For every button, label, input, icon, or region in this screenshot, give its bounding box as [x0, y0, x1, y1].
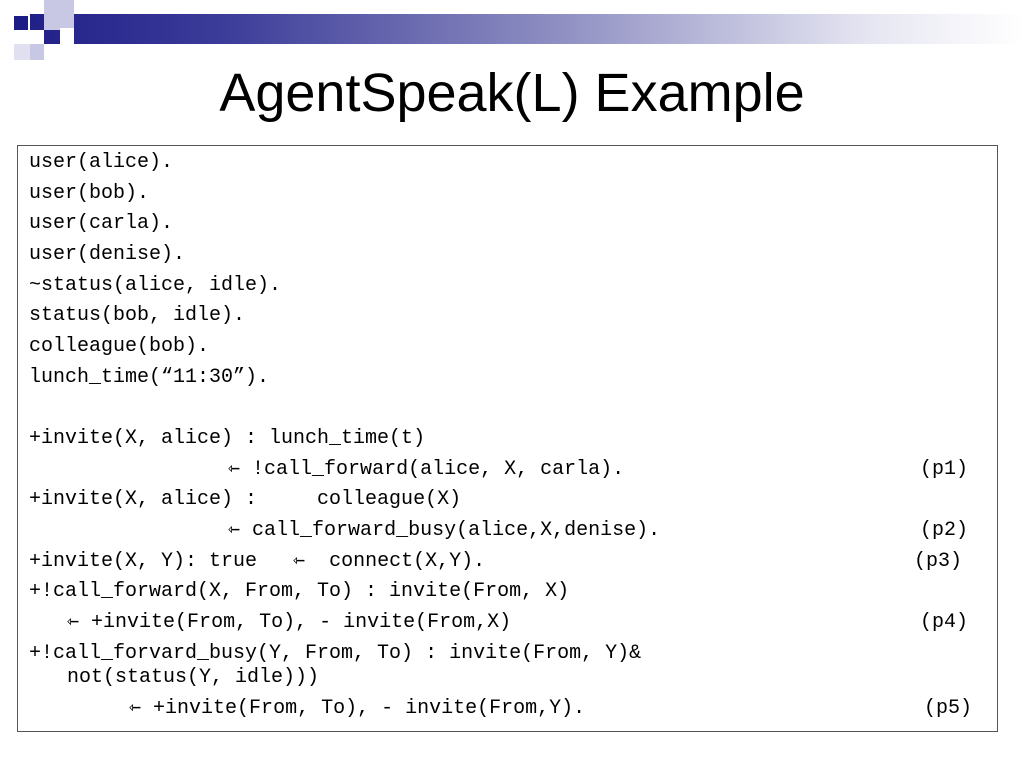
code-box: user(alice). user(bob). user(carla). use… — [17, 145, 998, 732]
code-line: user(carla). — [29, 212, 174, 235]
decor-square — [60, 28, 74, 44]
decor-square — [14, 16, 28, 30]
code-line: +invite(X, alice) : colleague(X) — [29, 488, 462, 511]
decor-square — [30, 44, 44, 60]
code-line: ⇽ call_forward_busy(alice,X,denise).(p2) — [29, 515, 997, 546]
decor-square — [14, 44, 30, 60]
plan-label: (p2) — [920, 519, 969, 542]
code-line: +invite(X, Y): true ⇽ connect(X,Y).(p3) — [29, 546, 997, 577]
plan-label: (p4) — [920, 611, 969, 634]
plan-label: (p1) — [920, 458, 969, 481]
decor-square — [30, 30, 44, 44]
plan-label: (p3) — [914, 550, 963, 573]
code-line: user(denise). — [29, 243, 186, 266]
code-line: +!call_forvard_busy(Y, From, To) : invit… — [29, 642, 642, 665]
code-line: colleague(bob). — [29, 335, 210, 358]
decor-square — [44, 0, 74, 30]
plan-label: (p5) — [924, 697, 973, 720]
code-line: ⇽ +invite(From, To), - invite(From,Y).(p… — [29, 693, 997, 724]
code-line: ⇽ !call_forward(alice, X, carla).(p1) — [29, 454, 997, 485]
code-line: not(status(Y, idle))) — [67, 666, 320, 689]
code-line: +invite(X, alice) : lunch_time(t) — [29, 427, 426, 450]
header-gradient-bar — [0, 14, 1024, 44]
code-line: user(alice). — [29, 151, 174, 174]
code-line: status(bob, idle). — [29, 304, 246, 327]
code-line — [29, 392, 997, 423]
code-line: ~status(alice, idle). — [29, 274, 282, 297]
slide-title: AgentSpeak(L) Example — [219, 63, 805, 123]
code-line: ⇽ +invite(From, To), - invite(From,X)(p4… — [29, 607, 997, 638]
code-line: lunch_time(“11:30”). — [29, 366, 270, 389]
code-line: user(bob). — [29, 182, 150, 205]
code-line: +!call_forward(X, From, To) : invite(Fro… — [29, 580, 570, 603]
